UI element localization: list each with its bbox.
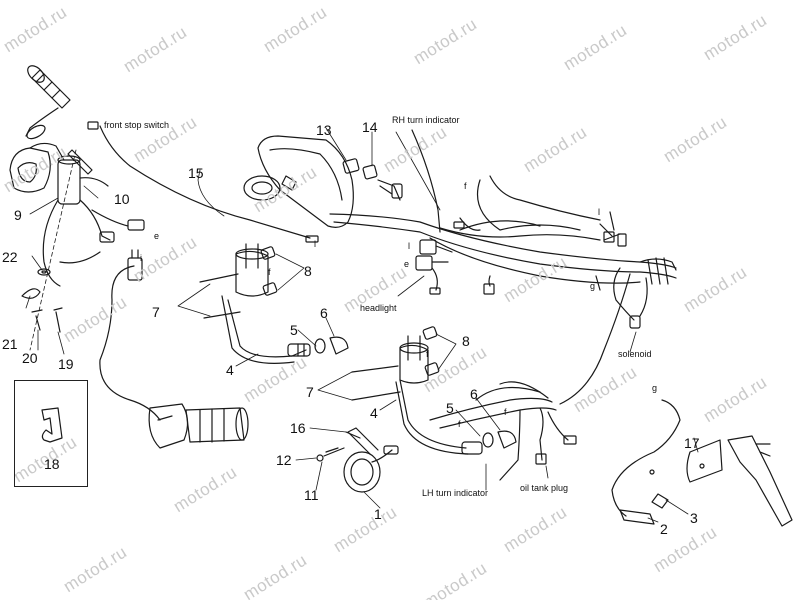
lower-harness-branch (371, 381, 577, 481)
connector-letter-l: l (408, 241, 410, 251)
connector-letter-e: e (404, 259, 410, 269)
horn (343, 427, 381, 493)
callout-19: 19 (58, 356, 74, 372)
callout-13: 13 (316, 122, 332, 138)
connector-letter-f: f (458, 419, 461, 429)
instrument-cluster (243, 135, 354, 228)
main-harness (329, 213, 677, 285)
lh-switch-housing (9, 142, 65, 193)
connector-letter-i: i (140, 253, 142, 263)
callout-16: 16 (290, 420, 306, 436)
connector-letter-g: g (590, 281, 596, 291)
callout-7: 7 (306, 384, 314, 400)
callout-10: 10 (114, 191, 130, 207)
side-stand-switch-assembly (611, 399, 793, 527)
connector-letter-g: g (652, 383, 658, 393)
callout-1: 1 (374, 506, 382, 522)
connector-letter-l: l (314, 239, 316, 249)
rh-switch-and-throttle (99, 249, 249, 449)
callout-2: 2 (660, 521, 668, 537)
inset-box-part-18 (14, 380, 88, 487)
callout-6: 6 (470, 386, 478, 402)
headlight-connectors (415, 239, 453, 295)
callout-7: 7 (152, 304, 160, 320)
solenoid-branch (483, 267, 648, 329)
callout-21: 21 (2, 336, 18, 352)
connector-13 (342, 158, 360, 174)
callout-22: 22 (2, 249, 18, 265)
side-stand-wire (559, 273, 631, 405)
lower-bracket-assembly (351, 326, 483, 455)
part-18-clip (41, 407, 63, 443)
callout-11: 11 (304, 487, 319, 503)
callout-12: 12 (276, 452, 292, 468)
callout-18: 18 (44, 456, 60, 472)
callout-8: 8 (462, 333, 470, 349)
ignition-fasteners (21, 268, 63, 333)
callout-20: 20 (22, 350, 38, 366)
connector-14 (362, 164, 378, 180)
callout-6: 6 (320, 305, 328, 321)
front-stop-switch-wire (99, 125, 311, 239)
callout-3: 3 (690, 510, 698, 526)
upper-bracket-assembly (199, 243, 311, 364)
label-solenoid: solenoid (618, 349, 652, 359)
callout-5: 5 (446, 400, 454, 416)
connector-letter-f: f (504, 407, 507, 417)
label-front-stop-switch: front stop switch (104, 120, 170, 130)
label-lh-turn-indicator: LH turn indicator (422, 488, 489, 498)
callout-4: 4 (226, 362, 234, 378)
label-rh-turn-indicator: RH turn indicator (392, 115, 460, 125)
connector-letter-f: f (464, 181, 467, 191)
upper-right-branches (476, 175, 627, 247)
leader-lines (25, 127, 699, 523)
connector-letter-e: e (154, 231, 160, 241)
callout-5: 5 (290, 322, 298, 338)
connector-letter-f: f (268, 267, 271, 277)
callout-4: 4 (370, 405, 378, 421)
connector-letter-l: l (598, 207, 600, 217)
ignition-switch (42, 149, 145, 287)
callout-14: 14 (362, 119, 378, 135)
handlebar-grip (25, 65, 71, 140)
callout-17: 17 (684, 435, 700, 451)
callout-8: 8 (304, 263, 312, 279)
label-oil-tank-plug: oil tank plug (520, 483, 569, 493)
label-headlight: headlight (360, 303, 397, 313)
connector-letter-f: f (426, 349, 429, 359)
callout-9: 9 (14, 207, 22, 223)
callout-15: 15 (188, 165, 204, 181)
